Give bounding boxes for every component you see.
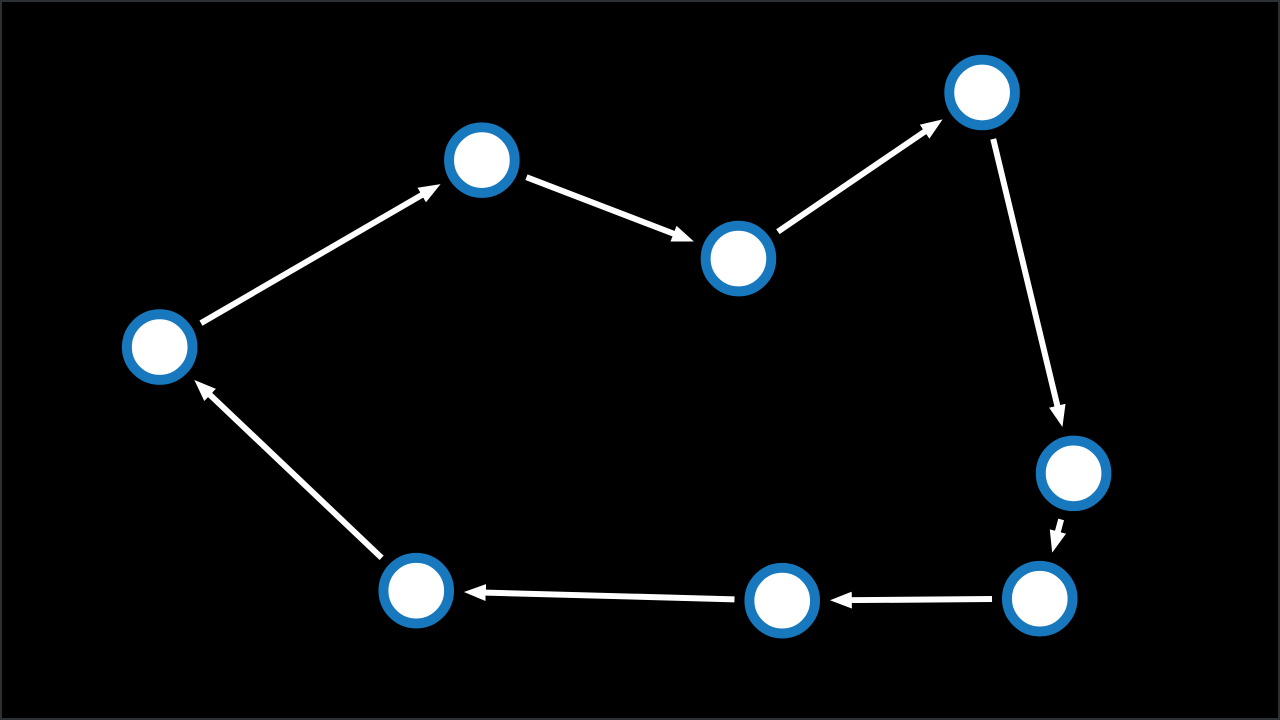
graph-edge-arrow (201, 386, 384, 561)
graph-node (378, 552, 455, 629)
graph-edge-arrow (990, 138, 1063, 415)
graph-edge-arrow (776, 124, 934, 235)
graph-edge-arrow (1052, 518, 1065, 541)
graph-edge-arrow (477, 589, 735, 603)
graph-edge-arrow (843, 596, 993, 604)
graph-node (700, 220, 777, 297)
graph-node (121, 309, 198, 385)
graph-node (1001, 560, 1078, 637)
graph-edge-arrowhead (919, 119, 943, 139)
graph-node (944, 54, 1020, 131)
graph-node (444, 122, 520, 198)
graph-edge-arrowhead (194, 379, 216, 402)
graph-node (744, 562, 820, 639)
graph-edge-arrow (199, 188, 431, 326)
graph-node (1035, 435, 1112, 512)
graph-edge-arrow (525, 174, 683, 240)
